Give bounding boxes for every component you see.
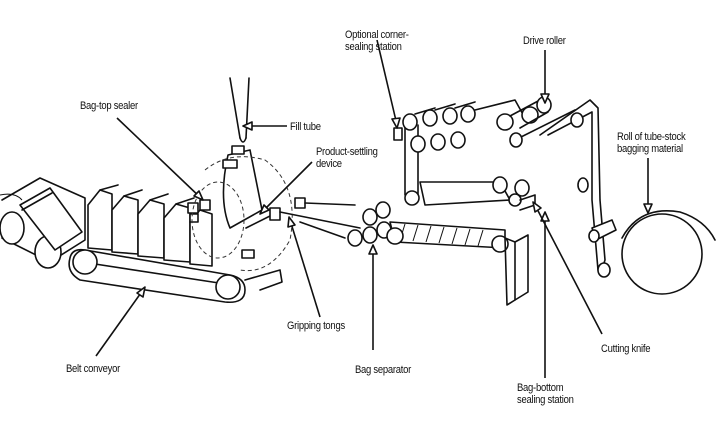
label-fill-tube: Fill tube <box>290 121 321 133</box>
mid-conveyor <box>404 176 536 211</box>
bag-separator-rollers <box>347 201 392 247</box>
label-bag-separator: Bag separator <box>355 364 412 376</box>
label-bag-bottom-sealing-station: Bag-bottom sealing station <box>517 382 574 406</box>
belt-conveyor <box>68 248 283 304</box>
web-path <box>539 99 617 278</box>
label-belt-conveyor: Belt conveyor <box>66 363 120 375</box>
label-optional-corner-sealing-station: Optional corner- sealing station <box>345 29 409 53</box>
infeed-conveyor <box>0 177 86 269</box>
filled-bags <box>87 184 213 267</box>
fill-tube <box>229 77 250 143</box>
label-roll-of-tube-stock: Roll of tube-stock bagging material <box>617 131 686 155</box>
label-product-settling-device: Product-settling device <box>316 146 378 170</box>
bag-being-filled <box>191 145 293 272</box>
gripping-tongs-unit <box>269 197 361 239</box>
bottom-sealing-conveyor <box>386 221 529 306</box>
leader-lines <box>95 39 653 378</box>
label-bag-top-sealer: Bag-top sealer <box>80 100 138 112</box>
tube-stock-roll <box>621 210 716 295</box>
label-cutting-knife: Cutting knife <box>601 343 651 355</box>
label-gripping-tongs: Gripping tongs <box>287 320 345 332</box>
label-drive-roller: Drive roller <box>523 35 566 47</box>
festoon-rollers <box>393 96 576 196</box>
